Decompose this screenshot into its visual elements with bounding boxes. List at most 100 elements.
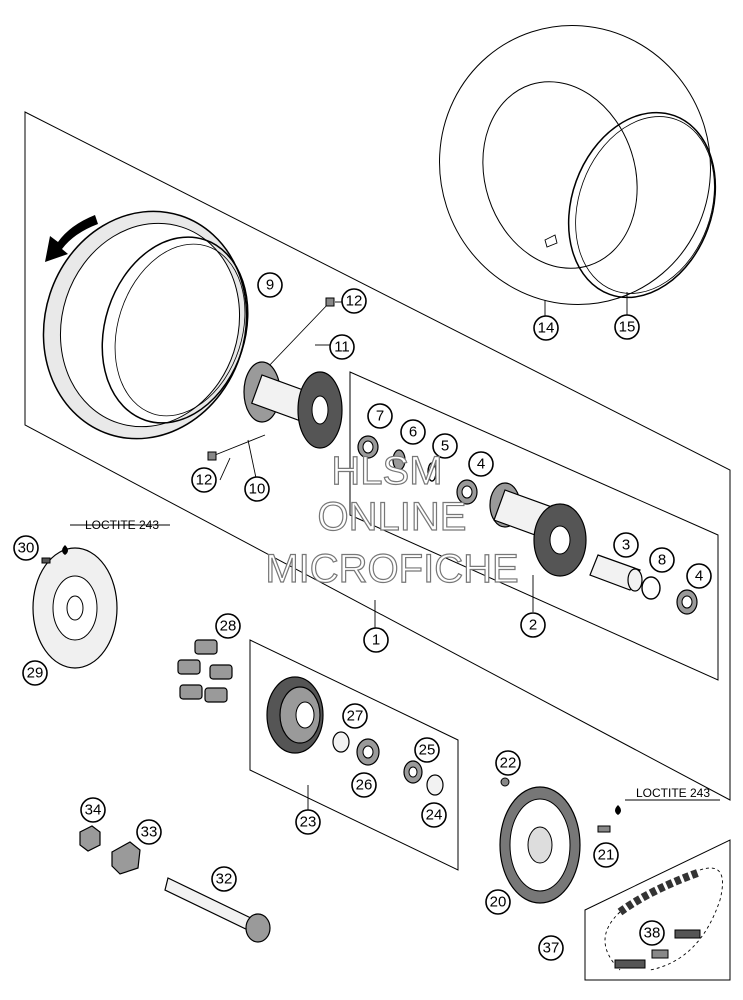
- loctite-label-right: LOCTITE 243: [636, 786, 710, 800]
- svg-text:14: 14: [538, 320, 555, 337]
- svg-text:27: 27: [347, 708, 364, 725]
- callout-8: 8: [649, 547, 675, 573]
- callout-3: 3: [613, 532, 639, 558]
- callout-26: 26: [351, 772, 377, 798]
- svg-text:25: 25: [419, 742, 436, 759]
- svg-text:22: 22: [500, 755, 517, 772]
- loctite-drop-left-icon: [62, 545, 68, 555]
- sprocket-nut-22: [500, 777, 510, 787]
- wheel-hub: [243, 361, 343, 449]
- cush-drive-panel: [249, 639, 459, 871]
- callout-7: 7: [367, 403, 393, 429]
- callout-37: 37: [538, 935, 564, 961]
- chain-adjuster: [111, 841, 141, 875]
- svg-text:23: 23: [300, 814, 317, 831]
- spacer-sleeve-3: [589, 554, 643, 592]
- rotation-direction-arrow-icon: [45, 215, 98, 262]
- spoke-nipple-bottom: [207, 451, 217, 461]
- callout-38: 38: [639, 920, 665, 946]
- svg-text:4: 4: [695, 568, 703, 585]
- axle: [164, 877, 271, 943]
- callout-1: 1: [363, 627, 389, 653]
- sprocket-carrier: [266, 676, 324, 754]
- callout-29: 29: [22, 660, 48, 686]
- svg-text:5: 5: [441, 438, 449, 455]
- svg-text:10: 10: [249, 481, 266, 498]
- svg-text:32: 32: [216, 871, 233, 888]
- callout-23: 23: [295, 809, 321, 835]
- callout-11: 11: [329, 334, 355, 360]
- callout-25: 25: [414, 737, 440, 763]
- bearing-4a: [456, 479, 478, 505]
- callout-5: 5: [432, 433, 458, 459]
- bearing-4b: [676, 589, 698, 615]
- spoke-nipple-top: [325, 297, 335, 307]
- bearing-7: [357, 435, 379, 459]
- callout-4-upper: 4: [468, 451, 494, 477]
- svg-text:20: 20: [490, 894, 507, 911]
- watermark-line-3: MICROFICHE: [265, 547, 518, 591]
- svg-text:3: 3: [622, 537, 630, 554]
- svg-text:29: 29: [27, 665, 44, 682]
- callout-4-lower: 4: [686, 563, 712, 589]
- svg-text:37: 37: [543, 940, 560, 957]
- callout-9: 9: [257, 272, 283, 298]
- cush-drive-rubbers: [177, 639, 233, 703]
- svg-text:38: 38: [644, 925, 661, 942]
- callout-33: 33: [136, 819, 162, 845]
- svg-text:12: 12: [346, 293, 363, 310]
- sprocket-screw-21: [597, 825, 611, 833]
- svg-text:12: 12: [196, 472, 213, 489]
- callout-27: 27: [342, 703, 368, 729]
- wheel-assembly-panel: [24, 111, 731, 801]
- callout-12-upper: 12: [341, 288, 367, 314]
- rear-hub: [489, 482, 587, 577]
- svg-text:9: 9: [266, 277, 274, 294]
- svg-text:11: 11: [334, 339, 350, 356]
- circlip-5: [427, 462, 437, 482]
- svg-text:30: 30: [18, 540, 35, 557]
- callout-2: 2: [520, 612, 546, 638]
- svg-text:4: 4: [477, 456, 485, 473]
- svg-text:26: 26: [356, 777, 373, 794]
- loctite-drop-right-icon: [615, 805, 621, 815]
- callout-22: 22: [495, 750, 521, 776]
- svg-text:33: 33: [141, 824, 158, 841]
- callout-12-lower: 12: [191, 467, 217, 493]
- svg-text:7: 7: [376, 408, 384, 425]
- callout-30: 30: [13, 535, 39, 561]
- leader-lines: [70, 292, 720, 810]
- collar-27: [332, 731, 350, 753]
- svg-text:28: 28: [220, 618, 237, 635]
- callout-32: 32: [211, 866, 237, 892]
- disc-screw: [41, 557, 51, 564]
- watermark-line-2: ONLINE: [318, 495, 467, 539]
- rim: [42, 210, 249, 440]
- bearing-26: [356, 738, 380, 766]
- callout-20: 20: [485, 889, 511, 915]
- callout-6: 6: [400, 419, 426, 445]
- callout-21: 21: [593, 842, 619, 868]
- callout-34: 34: [80, 797, 106, 823]
- callout-28: 28: [215, 613, 241, 639]
- callout-14: 14: [533, 315, 559, 341]
- svg-text:1: 1: [372, 632, 380, 649]
- brake-disc: [32, 547, 118, 669]
- chain-panel: [584, 839, 731, 981]
- rear-sprocket: [499, 786, 581, 904]
- seal-6: [392, 449, 406, 471]
- spacer-8: [641, 576, 661, 600]
- rim-band: [567, 111, 717, 299]
- watermark-line-1: HLSM: [331, 449, 442, 493]
- axle-nut: [79, 825, 101, 852]
- callout-15: 15: [614, 314, 640, 340]
- drive-chain: [604, 867, 723, 971]
- loctite-label-left: LOCTITE 243: [85, 518, 159, 532]
- svg-text:34: 34: [85, 802, 102, 819]
- tire: [439, 24, 711, 306]
- svg-text:8: 8: [658, 552, 666, 569]
- svg-text:24: 24: [426, 807, 443, 824]
- svg-text:2: 2: [529, 617, 537, 634]
- svg-text:15: 15: [619, 319, 636, 336]
